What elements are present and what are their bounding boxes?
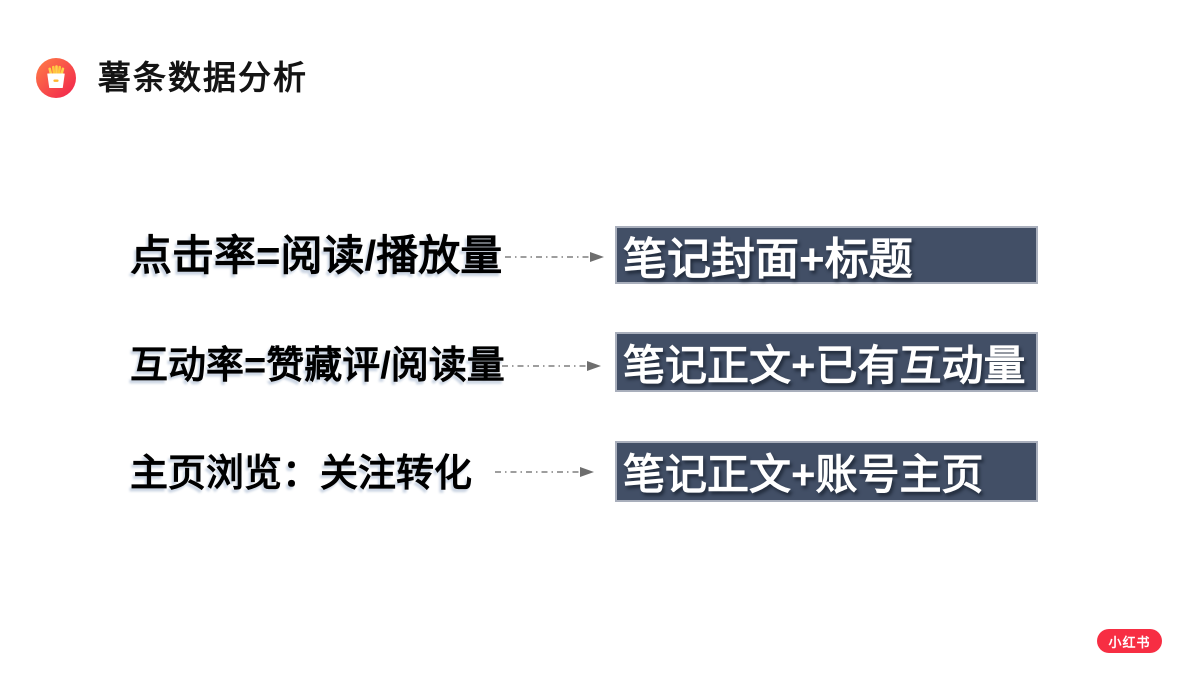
metric-label-click-rate: 点击率=阅读/播放量 bbox=[130, 232, 503, 279]
target-box-label: 笔记正文+账号主页 bbox=[623, 451, 984, 498]
target-box-cover-title: 笔记封面+标题 bbox=[615, 226, 1038, 284]
metric-label-engagement-rate: 互动率=赞藏评/阅读量 bbox=[130, 345, 505, 387]
metric-label-profile-visit: 主页浏览：关注转化 bbox=[130, 453, 473, 495]
target-box-body-engagement: 笔记正文+已有互动量 bbox=[615, 332, 1038, 392]
target-box-body-profile: 笔记正文+账号主页 bbox=[615, 441, 1038, 502]
target-box-label: 笔记正文+已有互动量 bbox=[623, 341, 1026, 389]
dashed-arrow-icon bbox=[502, 359, 602, 373]
page-title: 薯条数据分析 bbox=[98, 59, 308, 96]
slide-header: 薯条数据分析 bbox=[36, 58, 308, 98]
fries-icon bbox=[36, 58, 76, 98]
dashed-arrow-icon bbox=[505, 250, 605, 264]
xiaohongshu-logo-badge: 小红书 bbox=[1097, 629, 1162, 653]
dashed-arrow-icon bbox=[495, 465, 595, 479]
xiaohongshu-logo-text: 小红书 bbox=[1108, 634, 1151, 650]
target-box-label: 笔记封面+标题 bbox=[623, 235, 913, 284]
